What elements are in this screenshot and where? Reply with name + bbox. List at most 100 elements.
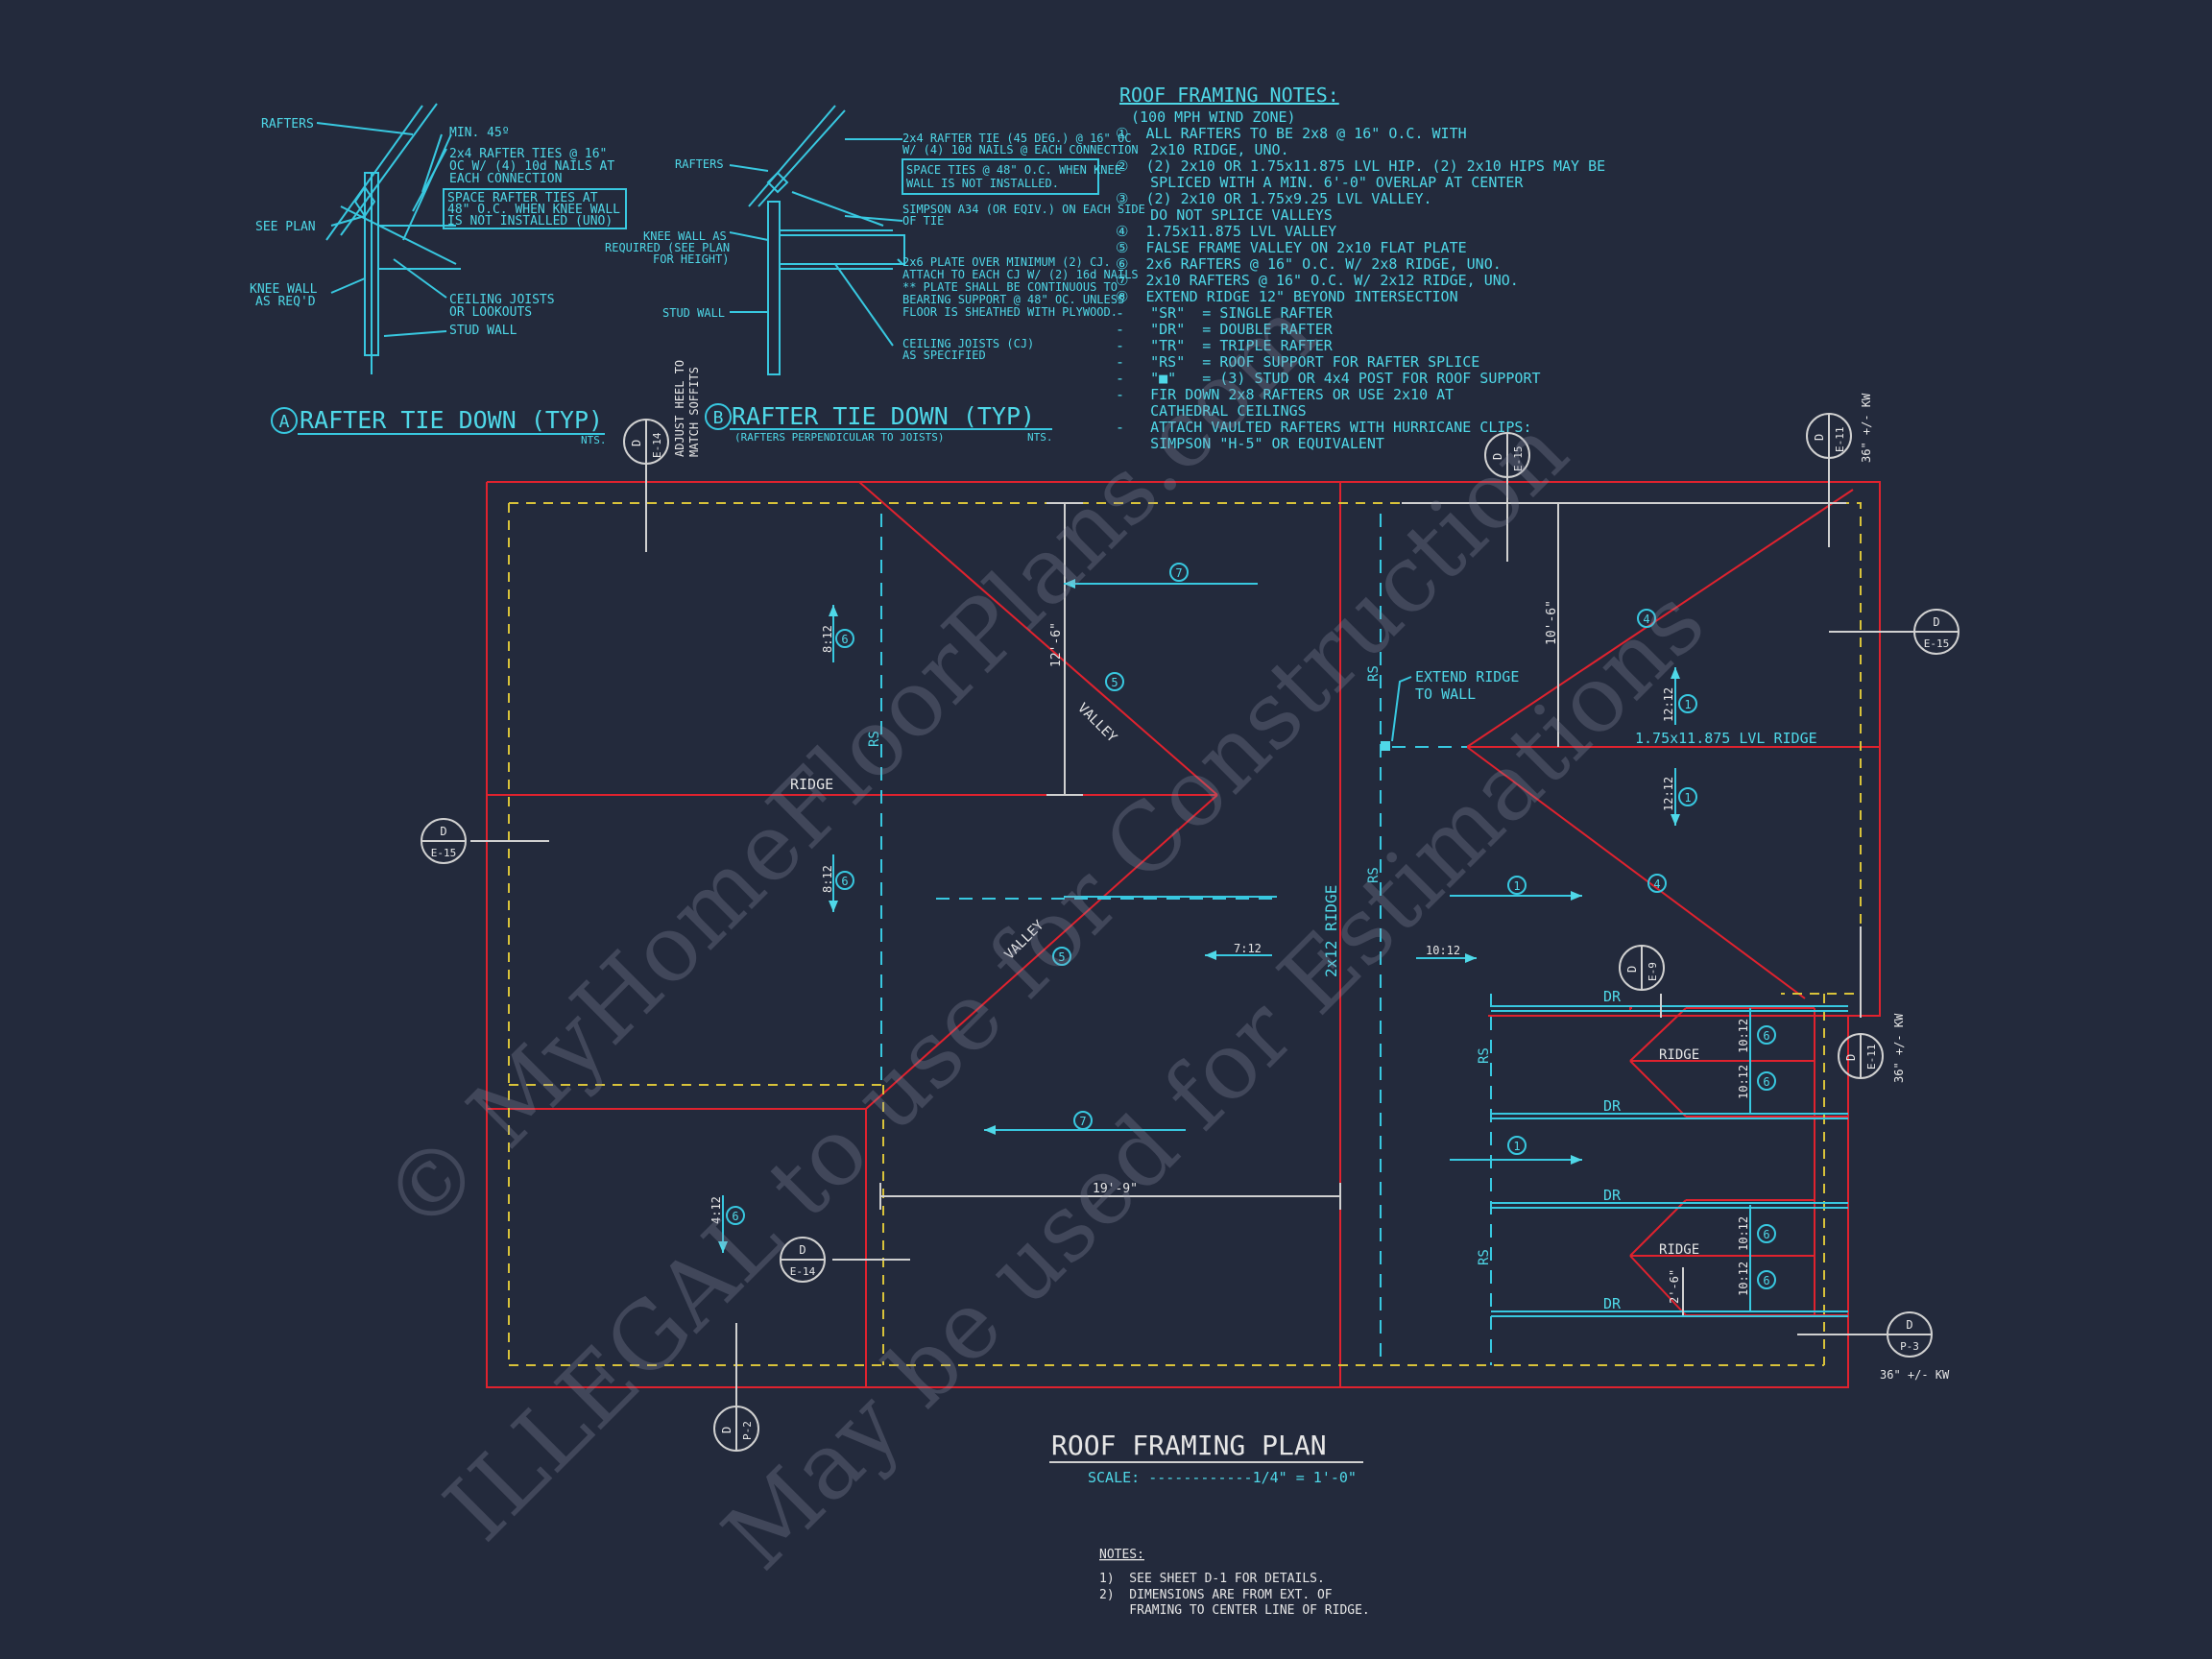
tag-7: 7: [1079, 1115, 1086, 1128]
detail-b-rafters-label: RAFTERS: [675, 157, 724, 171]
tag-5: 5: [1111, 676, 1118, 689]
svg-text:D: D: [630, 440, 643, 446]
heel-note-line2: MATCH SOFFITS: [687, 367, 701, 457]
tag-6: 6: [1763, 1274, 1769, 1287]
pitch-10-12-bay1b: 10:12: [1737, 1065, 1750, 1099]
roof-note: 2x10 RIDGE, UNO.: [1116, 141, 1289, 158]
pitch-8-12-lower: 8:12: [821, 865, 834, 893]
section-marker-e14-lower: D E-14: [780, 1237, 826, 1283]
tag-6: 6: [1763, 1029, 1769, 1043]
detail-b-space-line2: WALL IS NOT INSTALLED.: [906, 177, 1059, 190]
detail-a-tag-circle: [271, 407, 298, 434]
roof-note: ⑧ EXTEND RIDGE 12" BEYOND INTERSECTION: [1116, 288, 1458, 305]
roof-note: DO NOT SPLICE VALLEYS: [1116, 206, 1333, 224]
dr-label: DR: [1603, 988, 1622, 1005]
section-marker-e9: D E-9: [1619, 945, 1665, 991]
svg-text:36" +/- KW: 36" +/- KW: [1880, 1368, 1950, 1382]
footer-note-3: FRAMING TO CENTER LINE OF RIDGE.: [1099, 1603, 1370, 1618]
valley-label-upper: VALLEY: [1074, 701, 1119, 746]
pitch-7-12: 7:12: [1234, 942, 1262, 955]
watermark: © MyHomeFloorPlans.com ILLEGAL to use fo…: [362, 279, 1725, 1590]
svg-text:E-9: E-9: [1647, 962, 1659, 981]
roof-note: SPLICED WITH A MIN. 6'-0" OVERLAP AT CEN…: [1116, 174, 1524, 191]
detail-b-knee-line2: REQUIRED (SEE PLAN: [605, 241, 730, 254]
detail-b-plate-line4: BEARING SUPPORT @ 48" OC. UNLESS: [902, 293, 1124, 306]
roof-note: - "■" = (3) STUD OR 4x4 POST FOR ROOF SU…: [1116, 370, 1541, 387]
detail-b-tie-line1: 2x4 RAFTER TIE (45 DEG.) @ 16" OC: [902, 132, 1131, 145]
svg-text:D: D: [1625, 966, 1639, 973]
dim-2-6: 2'-6": [1668, 1269, 1681, 1304]
detail-a-knee-line1: KNEE WALL: [250, 282, 318, 297]
section-marker-e15-right: D E-15: [1913, 609, 1960, 655]
svg-text:E-14: E-14: [790, 1265, 816, 1278]
detail-a-title: RAFTER TIE DOWN (TYP): [300, 406, 603, 434]
dr-label: DR: [1603, 1187, 1622, 1204]
detail-b-space-line1: SPACE TIES @ 48" O.C. WHEN KNEE: [906, 163, 1121, 177]
tag-6: 6: [841, 875, 848, 888]
pitch-10-12-bay2b: 10:12: [1737, 1262, 1750, 1296]
svg-text:D: D: [1844, 1054, 1858, 1061]
footer-note-2: 2) DIMENSIONS ARE FROM EXT. OF: [1099, 1588, 1333, 1602]
svg-text:36" +/- KW: 36" +/- KW: [1860, 393, 1873, 463]
svg-text:D: D: [1491, 453, 1504, 460]
detail-b-knee-line3: FOR HEIGHT): [653, 252, 729, 266]
tag-1: 1: [1684, 791, 1691, 805]
svg-text:D: D: [1813, 434, 1826, 441]
section-marker-e11-top: D E-11 36" +/- KW: [1806, 393, 1873, 463]
roof-note: (100 MPH WIND ZONE): [1131, 108, 1296, 126]
dr-label: DR: [1603, 1097, 1622, 1115]
roof-note: ④ 1.75x11.875 LVL VALLEY: [1116, 223, 1336, 240]
detail-a-ceiling-line2: OR LOOKOUTS: [449, 305, 532, 320]
svg-text:D: D: [440, 825, 446, 838]
tag-4: 4: [1643, 613, 1649, 626]
detail-b-tag-letter: B: [713, 408, 724, 428]
roof-note: - "DR" = DOUBLE RAFTER: [1116, 321, 1334, 338]
roof-note: ⑦ 2x10 RAFTERS @ 16" O.C. W/ 2x12 RIDGE,…: [1116, 272, 1519, 289]
pitch-12-12-upper: 12:12: [1662, 687, 1675, 722]
detail-a-nts: NTS.: [581, 434, 607, 446]
rs-label-left: RS: [867, 731, 882, 747]
detail-b-tie-line2: W/ (4) 10d NAILS @ EACH CONNECTION: [902, 143, 1139, 156]
section-marker-e11-right: D E-11 36" +/- KW: [1838, 1013, 1906, 1083]
roof-note: ① ALL RAFTERS TO BE 2x8 @ 16" O.C. WITH: [1116, 125, 1467, 142]
tag-1: 1: [1513, 879, 1520, 893]
detail-a-space-line2: 48" O.C. WHEN KNEE WALL: [447, 203, 620, 217]
tag-6: 6: [732, 1210, 738, 1223]
section-marker-p2: D P-2: [713, 1406, 759, 1452]
pitch-8-12-upper: 8:12: [821, 625, 834, 653]
detail-b-simpson-line1: SIMPSON A34 (OR EQIV.) ON EACH SIDE: [902, 203, 1145, 216]
dim-10-6: 10'-6": [1545, 600, 1559, 645]
plan-title: ROOF FRAMING PLAN: [1051, 1430, 1327, 1461]
detail-b-cj-line1: CEILING JOISTS (CJ): [902, 337, 1034, 350]
dim-12-6: 12'-6": [1049, 622, 1064, 667]
extend-ridge-line2: TO WALL: [1415, 685, 1476, 703]
roof-notes-list: (100 MPH WIND ZONE) ① ALL RAFTERS TO BE …: [1116, 108, 1605, 452]
detail-a-rafters-label: RAFTERS: [261, 117, 314, 132]
roof-note: - FIR DOWN 2x8 RAFTERS OR USE 2x10 AT: [1116, 386, 1454, 403]
tag-7: 7: [1175, 566, 1182, 580]
lvl-ridge-label: 1.75x11.875 LVL RIDGE: [1635, 730, 1817, 747]
roof-note: ② (2) 2x10 OR 1.75x11.875 LVL HIP. (2) 2…: [1116, 157, 1605, 175]
svg-text:D: D: [799, 1243, 805, 1257]
roof-note: - "SR" = SINGLE RAFTER: [1116, 304, 1334, 322]
rs-label-right-lower: RS: [1477, 1249, 1492, 1265]
detail-b-tag-circle: [705, 403, 732, 430]
roof-note: - ATTACH VAULTED RAFTERS WITH HURRICANE …: [1116, 419, 1531, 436]
ridge-label-bay1: RIDGE: [1659, 1047, 1699, 1063]
svg-text:E-14: E-14: [651, 432, 663, 458]
detail-b-plate-line1: 2x6 PLATE OVER MINIMUM (2) CJ.: [902, 255, 1111, 269]
detail-a-ties-line1: 2x4 RAFTER TIES @ 16": [449, 147, 607, 161]
svg-text:E-15: E-15: [1924, 637, 1950, 650]
svg-text:E-11: E-11: [1834, 427, 1846, 453]
rs-label-mid-lower: RS: [1366, 867, 1382, 883]
ridge-2x12-label: 2x12 RIDGE: [1322, 885, 1340, 977]
footer-notes-title: NOTES:: [1099, 1548, 1144, 1562]
roof-note: - "TR" = TRIPLE RAFTER: [1116, 337, 1334, 354]
detail-b-plate-line3: ** PLATE SHALL BE CONTINUOUS TO: [902, 280, 1118, 294]
roof-note: - "RS" = ROOF SUPPORT FOR RAFTER SPLICE: [1116, 353, 1479, 371]
tag-1: 1: [1513, 1140, 1520, 1153]
detail-a-knee-line2: AS REQ'D: [255, 295, 316, 309]
dim-19-9: 19'-9": [1093, 1182, 1138, 1196]
roof-plan-geometry: [470, 451, 1915, 1408]
